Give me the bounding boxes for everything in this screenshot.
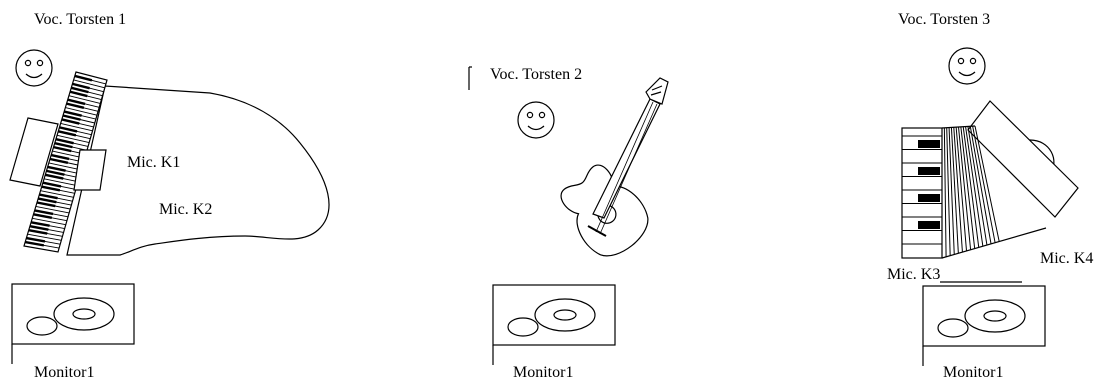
monitor-center-label: Monitor1: [513, 364, 573, 380]
monitor-left: [11, 283, 135, 365]
monitor-center: [492, 284, 616, 366]
smiley-face-icon: [15, 49, 53, 87]
smiley-face-icon: [948, 47, 986, 85]
vocal-1-performer: [15, 49, 53, 87]
accordion-keyboard: [902, 135, 942, 245]
monitor-right: [922, 285, 1046, 367]
mic-k4-label: Mic. K4: [1040, 250, 1093, 267]
monitor-left-label: Monitor1: [34, 364, 94, 380]
piano-keyboard: [24, 74, 106, 249]
acoustic-guitar-icon: [560, 77, 669, 257]
mic-k1-box: [73, 149, 107, 191]
vocal-3-label: Voc. Torsten 3: [898, 11, 990, 28]
mic-k3-label: Mic. K3: [887, 266, 940, 283]
stage-monitor-speaker-icon: [11, 283, 135, 365]
mic-k1-label: Mic. K1: [127, 154, 180, 171]
vocal-3-performer: [948, 47, 986, 85]
music-stand: [9, 117, 59, 187]
vocal-2-performer: [517, 101, 555, 139]
smiley-face-icon: [517, 101, 555, 139]
mic-k2-label: Mic. K2: [159, 201, 212, 218]
accordion-icon: [901, 100, 1079, 259]
vocal-1-label: Voc. Torsten 1: [34, 11, 126, 28]
grand-piano-icon: [9, 71, 330, 256]
stage-monitor-speaker-icon: [922, 285, 1046, 367]
stage-monitor-speaker-icon: [492, 284, 616, 366]
vocal-2-label: Voc. Torsten 2: [490, 66, 582, 83]
monitor-right-label: Monitor1: [943, 364, 1003, 380]
accordion-bellows: [941, 125, 1000, 258]
